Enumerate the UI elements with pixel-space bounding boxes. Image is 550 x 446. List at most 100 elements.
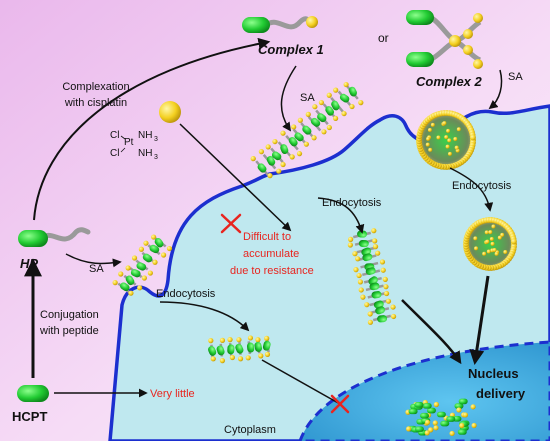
platinum-particle: [492, 247, 497, 252]
or-label: or: [378, 31, 389, 45]
drug-unit: [266, 156, 276, 166]
platinum-particle: [333, 115, 339, 121]
platinum-particle: [160, 252, 167, 258]
platinum-particle: [447, 138, 452, 143]
drug-unit: [120, 282, 130, 292]
platinum-particle: [375, 250, 381, 256]
drug-unit: [358, 239, 369, 248]
sa-arrow-complex1: [280, 65, 297, 132]
platinum-particle: [280, 161, 286, 168]
drug-unit: [271, 151, 282, 161]
endocytosis-arrow-center: [317, 197, 365, 234]
nanofiber-endocytosed-hp: [208, 335, 271, 364]
platinum-particle: [424, 430, 430, 436]
platinum-particle: [442, 121, 447, 126]
platinum-particle: [453, 136, 458, 141]
platinum-particle: [303, 141, 309, 147]
platinum-particle: [247, 335, 254, 341]
complexation-label: Complexation: [62, 81, 129, 93]
platinum-particle: [510, 238, 517, 245]
platinum-particle: [500, 232, 505, 237]
platinum-particle: [289, 154, 295, 160]
platinum-particle: [321, 129, 327, 135]
nucleus: [297, 340, 550, 443]
platinum-particle: [227, 337, 233, 343]
drug-unit: [454, 403, 464, 409]
platinum-particle: [318, 99, 325, 106]
platinum-particle: [272, 138, 278, 145]
platinum-particle: [343, 81, 349, 88]
drug-unit: [288, 137, 298, 147]
platinum-particle: [352, 251, 358, 257]
platinum-particle: [433, 425, 439, 431]
drug-unit: [302, 125, 312, 135]
platinum-particle: [326, 124, 332, 131]
nanofiber-hp: [112, 234, 173, 296]
nucleus-delivery-arrow-sphere: [469, 275, 490, 365]
difficult-label: Difficult to: [243, 231, 291, 243]
complex2-label: Complex 2: [416, 74, 483, 89]
drug-unit: [414, 426, 424, 432]
drug-unit: [208, 346, 217, 356]
blocked-x-icon: [330, 394, 350, 414]
platinum-particle: [326, 92, 332, 98]
platinum-particle: [128, 290, 134, 296]
platinum-particle: [444, 135, 449, 140]
platinum-particle: [436, 135, 441, 140]
drug-unit: [246, 342, 255, 353]
platinum-particle: [296, 151, 303, 157]
platinum-particle: [236, 337, 242, 343]
platinum-particle: [371, 228, 377, 234]
platinum-particle: [449, 430, 455, 437]
platinum-particle: [390, 304, 396, 310]
platinum-particle: [166, 245, 173, 252]
drug-unit: [142, 253, 153, 263]
drug-unit: [125, 275, 135, 286]
drug-unit: [414, 401, 424, 408]
drug-unit: [280, 144, 289, 154]
platinum-particle: [258, 353, 264, 359]
platinum-particle: [255, 337, 261, 343]
platinum-particle: [427, 127, 432, 132]
nanosphere-endocytosed: [463, 217, 517, 271]
svg-text:NH: NH: [138, 130, 152, 141]
platinum-particle: [471, 422, 477, 429]
endocytosis-arrow-right: [449, 167, 494, 212]
drug-unit: [331, 100, 340, 111]
platinum-particle: [245, 355, 251, 361]
svg-text:3: 3: [154, 154, 158, 161]
platinum-particle: [138, 246, 144, 252]
platinum-particle: [385, 298, 392, 304]
drug-unit: [420, 412, 430, 419]
drug-unit: [149, 244, 160, 254]
drug-unit: [375, 306, 386, 315]
difficult-label-2: accumulate: [243, 248, 299, 260]
platinum-particle: [333, 87, 339, 93]
cisplatin-arrow: [179, 123, 292, 232]
platinum-particle: [488, 230, 493, 235]
platinum-particle: [379, 259, 386, 265]
drug-unit: [294, 132, 304, 142]
platinum-particle: [454, 145, 459, 150]
platinum-particle: [311, 135, 317, 141]
endocytosis-arrow-lower: [159, 301, 250, 332]
platinum-particle: [267, 173, 273, 179]
svg-text:NH: NH: [138, 148, 152, 159]
complex2-icon: [406, 10, 483, 69]
platinum-particle: [428, 427, 434, 433]
endocytosis-label-lower: Endocytosis: [156, 288, 216, 300]
nanofiber-endocytosed-complex1: [347, 228, 397, 325]
platinum-particle: [357, 279, 364, 285]
platinum-particle: [482, 251, 487, 256]
platinum-particle: [473, 236, 478, 241]
cytoplasm-label: Cytoplasm: [224, 424, 276, 436]
conjugation-label: Conjugation: [40, 309, 99, 321]
platinum-particle: [447, 151, 452, 156]
drug-unit: [310, 117, 321, 127]
nanofiber-complex1: [250, 81, 364, 179]
platinum-particle: [264, 351, 271, 357]
platinum-particle: [474, 246, 479, 251]
platinum-particle: [208, 338, 214, 344]
platinum-particle: [503, 250, 508, 255]
platinum-particle: [364, 302, 370, 308]
